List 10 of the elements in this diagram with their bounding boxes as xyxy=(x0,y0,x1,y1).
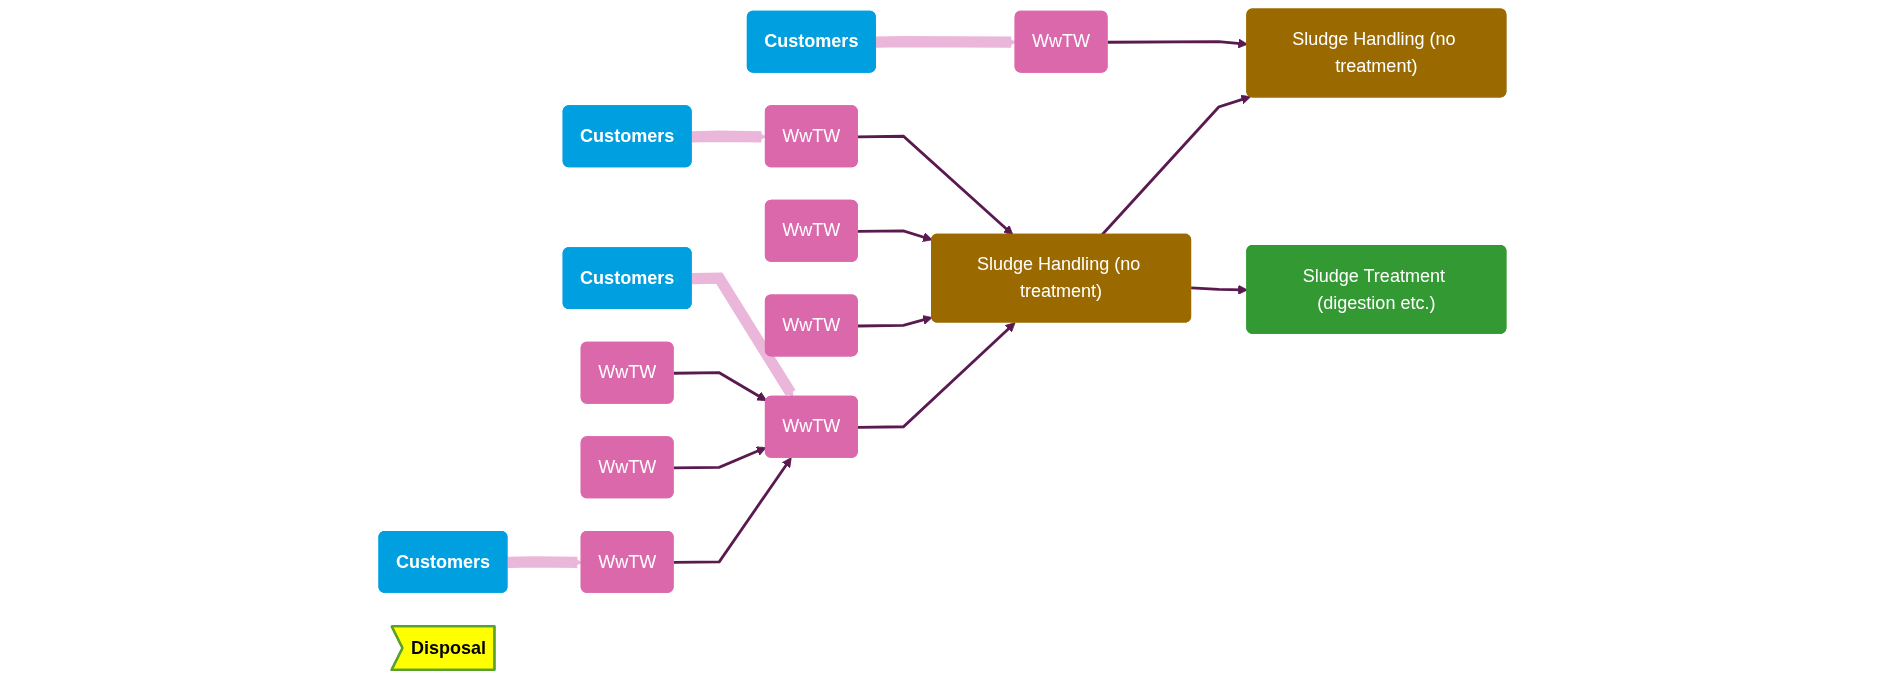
arrow xyxy=(673,457,792,564)
arrow xyxy=(673,371,767,402)
arrow xyxy=(857,315,933,328)
arrow xyxy=(691,130,766,143)
arrow xyxy=(673,446,766,470)
arrow xyxy=(1100,94,1251,236)
arrow xyxy=(691,272,796,398)
arrow xyxy=(857,322,1016,429)
arrow xyxy=(857,229,933,242)
arrow xyxy=(857,134,1013,236)
